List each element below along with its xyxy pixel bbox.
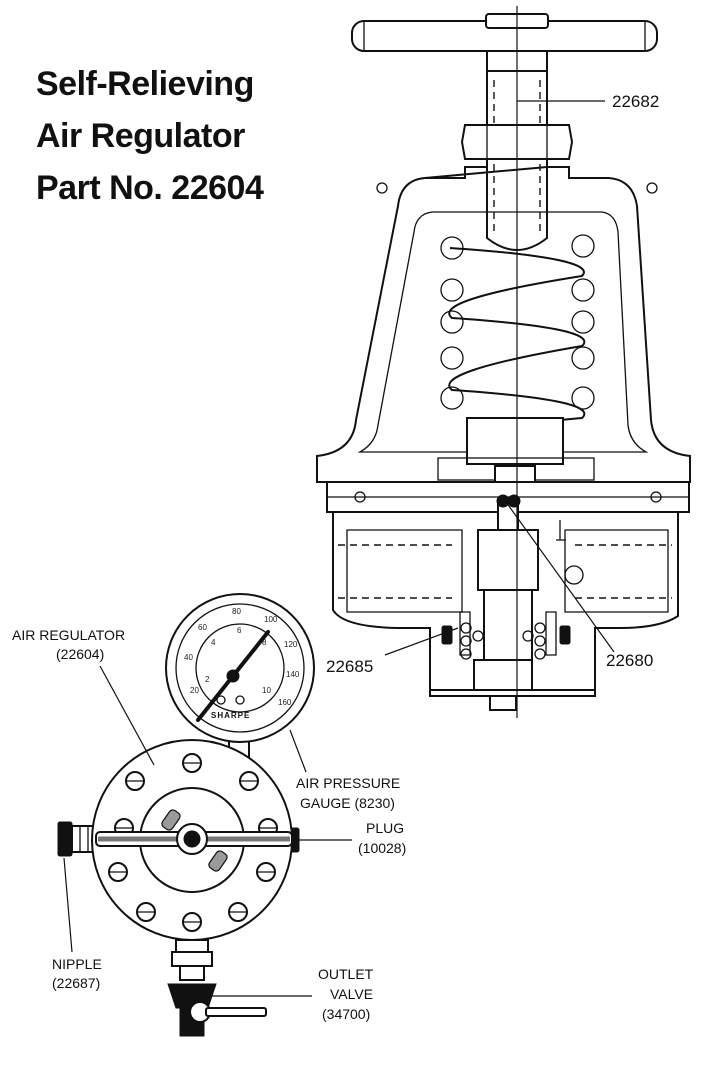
label-plug-2: (10028) [358,840,406,856]
leader-gauge [289,729,307,773]
title-line-1: Self-Relieving [36,65,254,103]
label-plug-1: PLUG [366,820,404,836]
outlet-valve [167,939,267,1037]
regulator-front-view: 20 40 60 80 100 120 140 160 2 4 6 8 10 S… [57,593,315,1037]
gauge-tick-label: 100 [264,615,278,624]
gauge-tick-label: 2 [205,675,210,684]
gauge-brand: SHARPE [211,711,250,720]
gauge-tick-label: 10 [262,686,271,695]
range-spring [440,234,595,437]
body-screws [108,753,278,932]
label-gauge-1: AIR PRESSURE [296,775,400,791]
callout-22685: 22685 [326,657,373,676]
gauge-tick-label: 6 [237,626,242,635]
valve-stem [459,494,557,661]
gauge-tick-label: 120 [284,640,298,649]
gauge-tick-label: 40 [184,653,193,662]
bonnet [316,166,691,483]
label-outlet-2: VALVE [330,986,373,1002]
leader-regulator [99,665,155,766]
label-regulator-1: AIR REGULATOR [12,627,125,643]
label-regulator-2: (22604) [56,646,104,662]
diagram-title: Self-Relieving Air Regulator Part No. 22… [36,65,264,207]
gauge-tick-label: 140 [286,670,300,679]
label-gauge-2: GAUGE (8230) [300,795,395,811]
front-view-labels: AIR REGULATOR (22604) AIR PRESSURE GAUGE… [12,627,406,1022]
gauge-outer-scale: 20 40 60 80 100 120 140 160 [184,607,300,707]
label-outlet-1: OUTLET [318,966,374,982]
gauge-tick-label: 160 [278,698,292,707]
gauge-hub [226,669,240,683]
label-outlet-3: (34700) [322,1006,370,1022]
gauge-tick-label: 80 [232,607,241,616]
leader-22685 [384,627,459,656]
callout-22680: 22680 [606,651,653,670]
regulator-cross-section [316,6,691,718]
label-nipple-2: (22687) [52,975,100,991]
title-line-3: Part No. 22604 [36,169,264,207]
regulator-body-disc [91,739,293,941]
leader-nipple [63,857,73,953]
gauge-inner-scale: 2 4 6 8 10 [205,626,271,695]
pressure-gauge: 20 40 60 80 100 120 140 160 2 4 6 8 10 S… [165,593,315,743]
callout-22682: 22682 [612,92,659,111]
leader-22680 [505,501,615,653]
gauge-tick-label: 4 [211,638,216,647]
title-line-2: Air Regulator [36,117,245,155]
gauge-tick-label: 60 [198,623,207,632]
gauge-tick-label: 8 [262,638,267,647]
gauge-tick-label: 20 [190,686,199,695]
cross-section-callouts: 22682 22680 22685 [326,92,659,676]
bottom-spring [429,622,596,711]
label-nipple-1: NIPPLE [52,956,102,972]
nipple-fitting [57,821,95,857]
